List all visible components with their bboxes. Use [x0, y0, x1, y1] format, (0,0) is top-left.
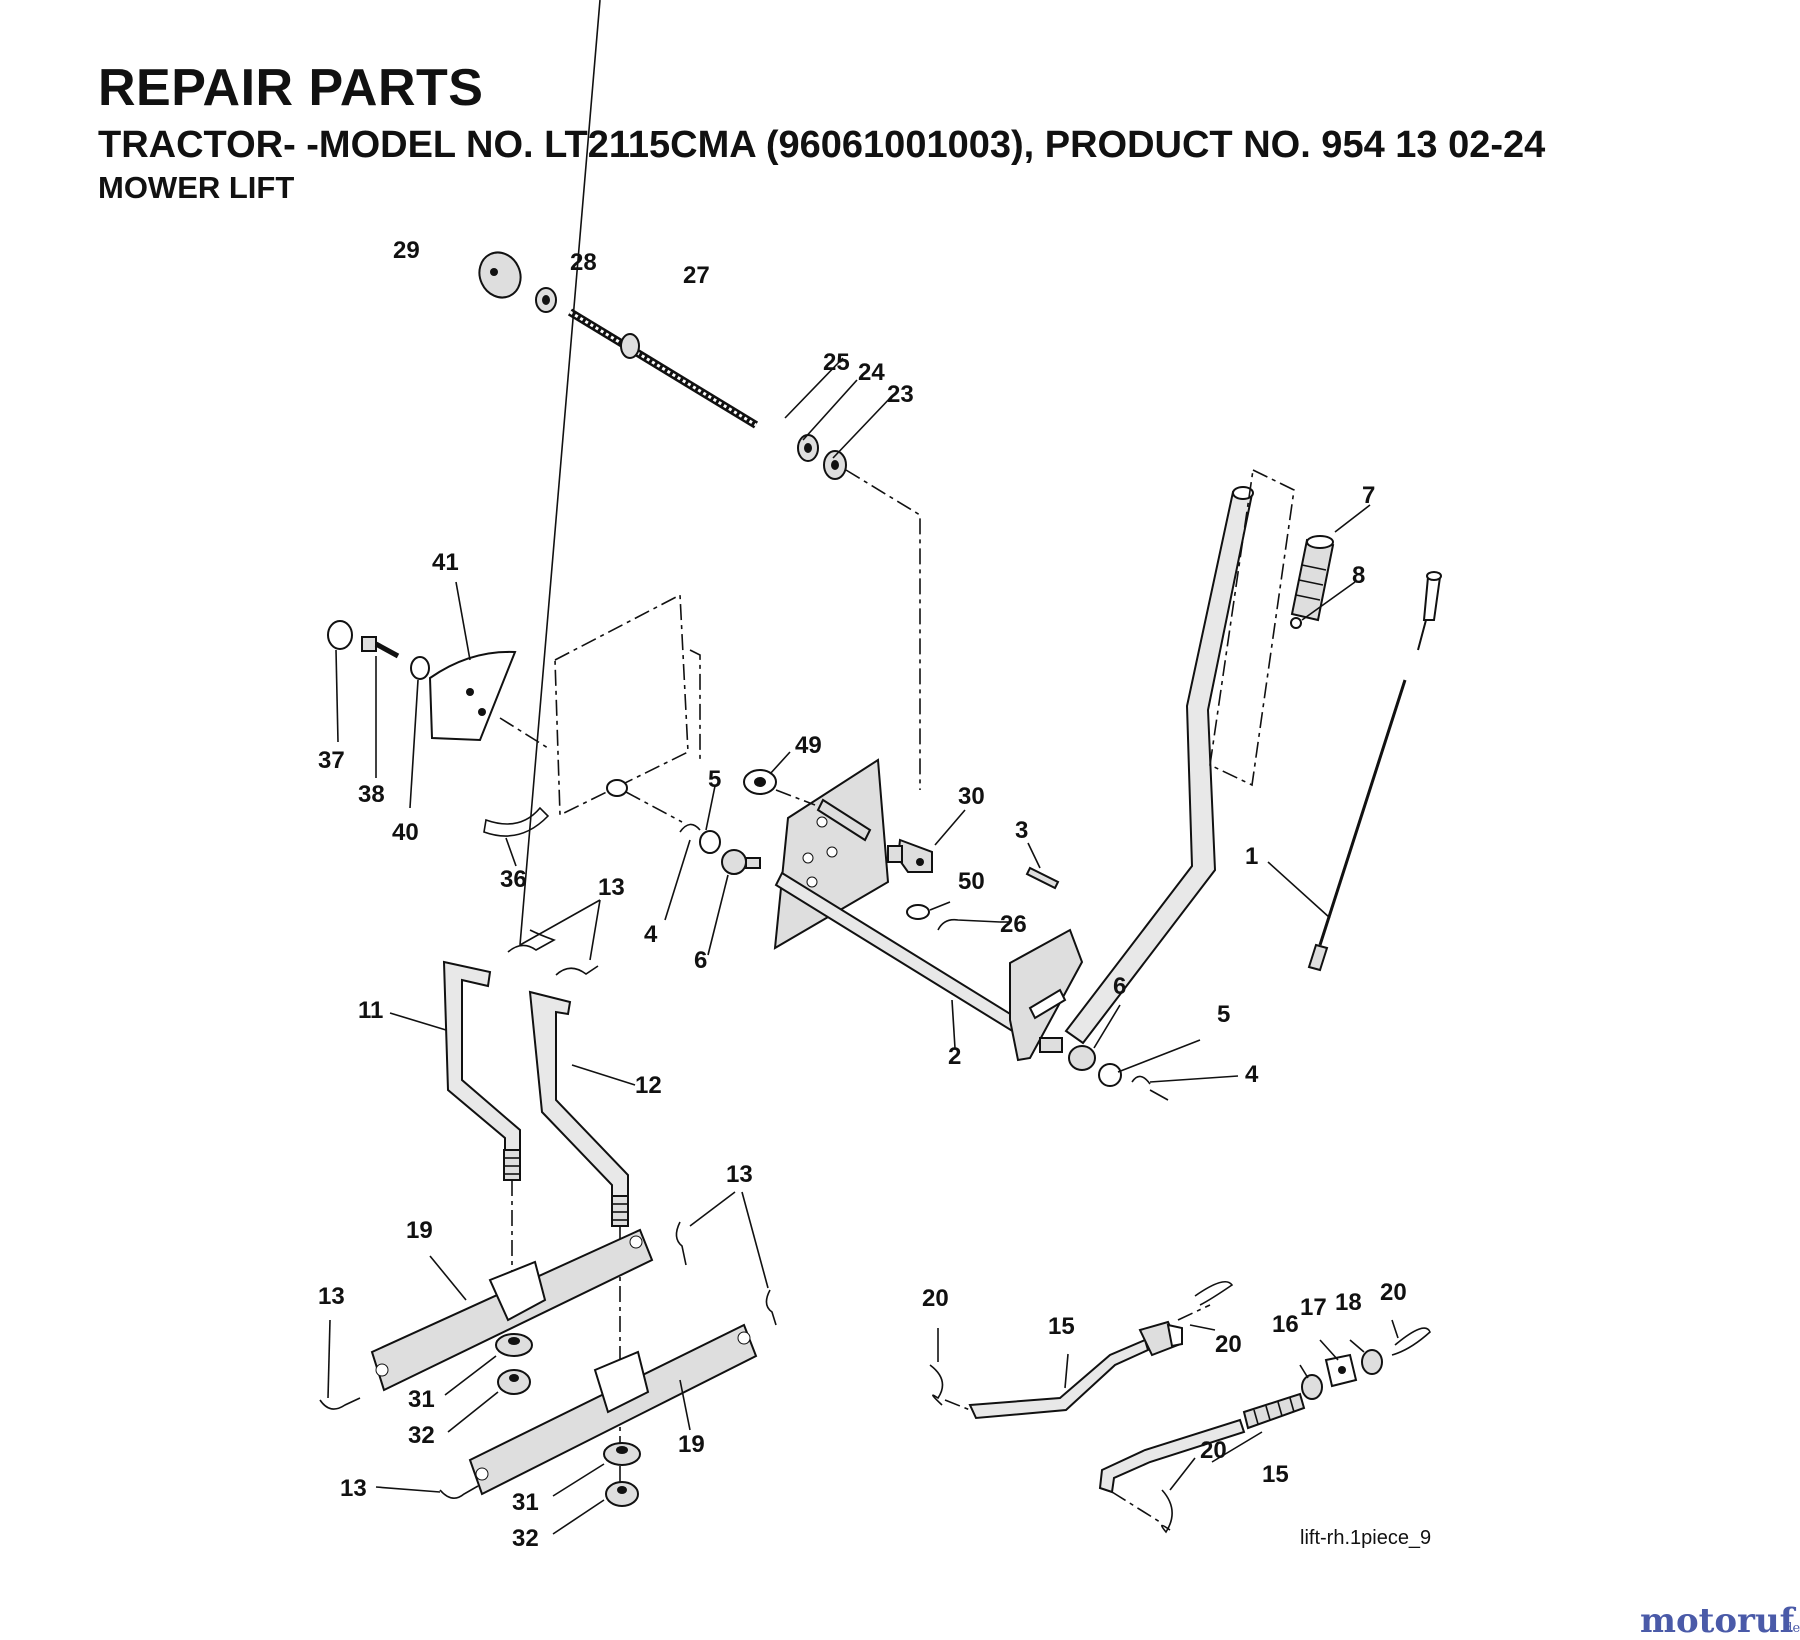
- adjustment-rod-27: [567, 308, 759, 429]
- callout: 13: [726, 1161, 753, 1188]
- callout: 11: [358, 997, 383, 1024]
- nut-16: [1301, 1374, 1323, 1400]
- callout: 3: [1015, 817, 1028, 844]
- callout: 20: [1380, 1279, 1407, 1306]
- callout: 38: [358, 781, 385, 808]
- callout: 41: [432, 549, 459, 576]
- callout: 50: [958, 868, 985, 895]
- callout: 49: [795, 732, 822, 759]
- swivel-30: [887, 838, 933, 873]
- washer-40: [410, 656, 430, 680]
- callout: 30: [958, 783, 985, 810]
- callout: 25: [823, 349, 850, 376]
- model-subtitle: TRACTOR- -MODEL NO. LT2115CMA (960610010…: [98, 124, 1546, 166]
- callout: 40: [392, 819, 419, 846]
- callout: 29: [393, 237, 420, 264]
- washer-24: [797, 434, 819, 462]
- screw-8: [1290, 617, 1302, 629]
- callout: 4: [644, 921, 658, 948]
- nut-23: [823, 450, 847, 480]
- callout: 7: [1362, 482, 1375, 509]
- callout: 13: [598, 874, 625, 901]
- callout: 19: [406, 1217, 433, 1244]
- lift-cable-1: [1307, 571, 1442, 972]
- callout: 2: [948, 1043, 961, 1070]
- callout: 6: [694, 947, 707, 974]
- nut-28: [535, 287, 557, 313]
- lift-arm-19-upper: [370, 1228, 654, 1392]
- bracket-41: [428, 650, 517, 742]
- callout: 31: [408, 1386, 435, 1413]
- washer-50: [906, 904, 930, 920]
- callout: 36: [500, 866, 527, 893]
- nut-18: [1361, 1349, 1383, 1375]
- svg-text:motoruf: motoruf: [1640, 1601, 1797, 1640]
- figure-code: lift-rh.1piece_9: [1300, 1527, 1431, 1549]
- callout-labels: 29 28 27 25 24 23 7 8 41 37 38 40 49 5 3…: [318, 237, 1407, 1552]
- shaft-bracket-right: [1009, 928, 1084, 1062]
- callout: 20: [1215, 1331, 1242, 1358]
- block-17: [1324, 1353, 1358, 1388]
- grip-7: [1290, 535, 1335, 622]
- callout: 6: [1113, 973, 1126, 1000]
- lift-arm-19-lower: [468, 1323, 758, 1496]
- callout: 13: [318, 1283, 345, 1310]
- callout: 28: [570, 249, 597, 276]
- bolt-38: [361, 636, 400, 659]
- callout: 1: [1245, 843, 1258, 870]
- callout: 27: [683, 262, 710, 289]
- clip-37: [327, 620, 353, 650]
- page-title: REPAIR PARTS: [98, 59, 484, 117]
- callout: 31: [512, 1489, 539, 1516]
- nut-32-lower: [605, 1481, 639, 1507]
- callout: 5: [708, 766, 721, 793]
- callout: 8: [1352, 562, 1365, 589]
- link-rod-15-lower: [1098, 1392, 1306, 1494]
- lift-shaft-2: [774, 871, 1022, 1034]
- callout: 4: [1245, 1061, 1259, 1088]
- svg-text:.de: .de: [1780, 1621, 1800, 1636]
- motoruf-logo: motoruf .de: [1640, 1601, 1800, 1640]
- spacer-31-upper: [495, 1333, 533, 1357]
- callout: 32: [408, 1422, 435, 1449]
- lift-link-12: [528, 990, 629, 1227]
- lift-handle: [1064, 486, 1254, 1045]
- adjust-knob-29: [478, 251, 522, 299]
- nut-32-upper: [497, 1369, 531, 1395]
- callout: 12: [635, 1072, 662, 1099]
- callout: 5: [1217, 1001, 1230, 1028]
- bushing-6-left: [721, 849, 761, 875]
- bushing-6-right: [1039, 1037, 1096, 1071]
- callout: 16: [1272, 1311, 1299, 1338]
- callout: 20: [922, 1285, 949, 1312]
- callout: 37: [318, 747, 345, 774]
- callout: 23: [887, 381, 914, 408]
- lift-link-11: [442, 960, 521, 1181]
- callout: 13: [340, 1475, 367, 1502]
- callout: 24: [858, 359, 885, 386]
- callout: 18: [1335, 1289, 1362, 1316]
- link-rod-15-upper: [968, 1320, 1183, 1420]
- section-title: MOWER LIFT: [98, 170, 295, 205]
- callout: 32: [512, 1525, 539, 1552]
- spacer-31-lower: [603, 1442, 641, 1466]
- callout: 15: [1048, 1313, 1075, 1340]
- callout: 17: [1300, 1294, 1327, 1321]
- callout: 15: [1262, 1461, 1289, 1488]
- callout: 26: [1000, 911, 1027, 938]
- callout: 20: [1200, 1437, 1227, 1464]
- callout: 19: [678, 1431, 705, 1458]
